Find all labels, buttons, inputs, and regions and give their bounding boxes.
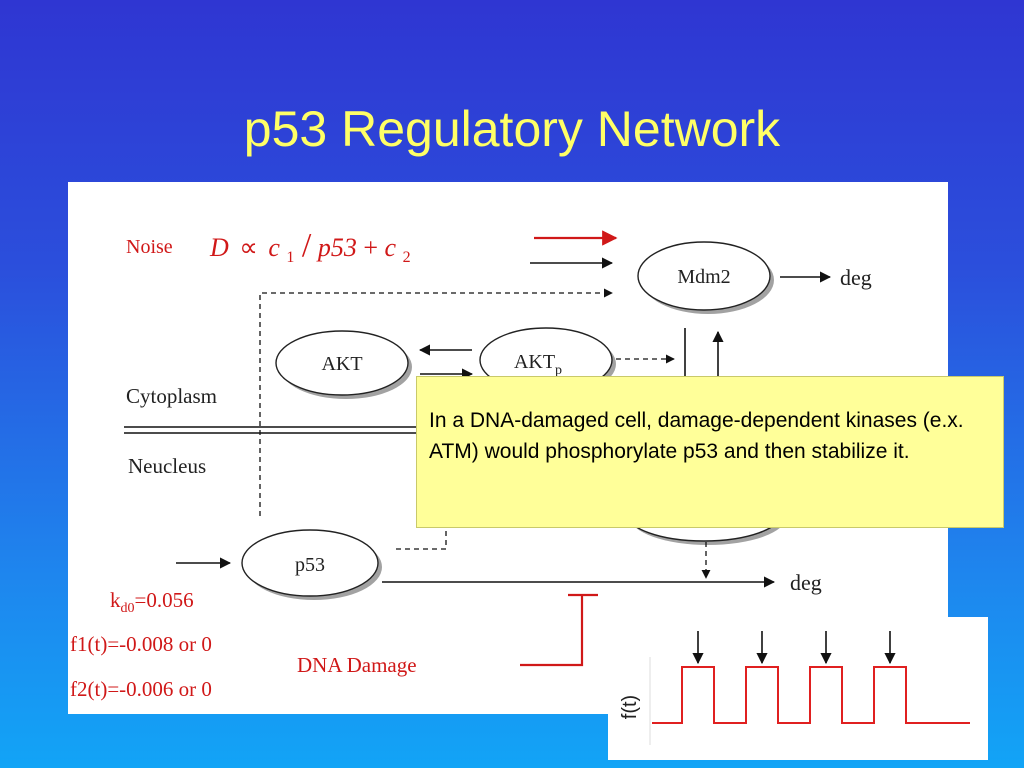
f2-param: f2(t)=-0.006 or 0 (70, 677, 212, 701)
ft-plot: f(t) (619, 631, 970, 745)
deg-top-label: deg (840, 265, 872, 290)
formula-prop: ∝ (239, 233, 258, 262)
noise-label: Noise (126, 236, 173, 258)
formula-slash: / (302, 227, 312, 264)
formula-c1: c (268, 233, 280, 262)
formula-plus: + (363, 233, 378, 262)
kd0-value: =0.056 (134, 588, 194, 612)
formula-sub2: 2 (403, 249, 411, 266)
kd0-sub: d0 (120, 601, 135, 617)
aktp-label: AKTp (514, 351, 562, 378)
deg-bottom-label: deg (790, 570, 822, 595)
slide-title: p53 Regulatory Network (243, 101, 781, 157)
formula-d: D (209, 233, 229, 262)
cytoplasm-label: Cytoplasm (126, 384, 217, 408)
mdm2-label: Mdm2 (677, 266, 730, 288)
noise-formula: D ∝ c 1 / p53 + c 2 (209, 227, 411, 268)
explanation-callout: In a DNA-damaged cell, damage-dependent … (416, 376, 1004, 528)
mdm2-node (637, 241, 771, 311)
ft-ylabel: f(t) (619, 695, 641, 719)
formula-sub1: 1 (286, 249, 294, 266)
ft-pulse-train (652, 666, 970, 724)
p53-to-mdm2-dashed-arrow (259, 288, 613, 516)
ft-plot-panel: f(t) (608, 617, 988, 760)
nucleus-label: Neucleus (128, 454, 206, 478)
p53-label: p53 (295, 554, 325, 576)
aktp-label-main: AKT (514, 351, 555, 373)
formula-p53: p53 (316, 233, 357, 262)
f1-param: f1(t)=-0.008 or 0 (70, 632, 212, 656)
akt-node (275, 330, 409, 396)
formula-c2: c (385, 233, 397, 262)
kd0-param: kd0=0.056 (110, 588, 194, 617)
akt-label: AKT (321, 353, 362, 375)
p53-node (241, 529, 379, 597)
kd0-k: k (110, 588, 121, 612)
dna-damage-inhibition-line (520, 596, 584, 667)
aktp-label-sub: p (555, 363, 562, 378)
dna-damage-label: DNA Damage (297, 653, 417, 677)
